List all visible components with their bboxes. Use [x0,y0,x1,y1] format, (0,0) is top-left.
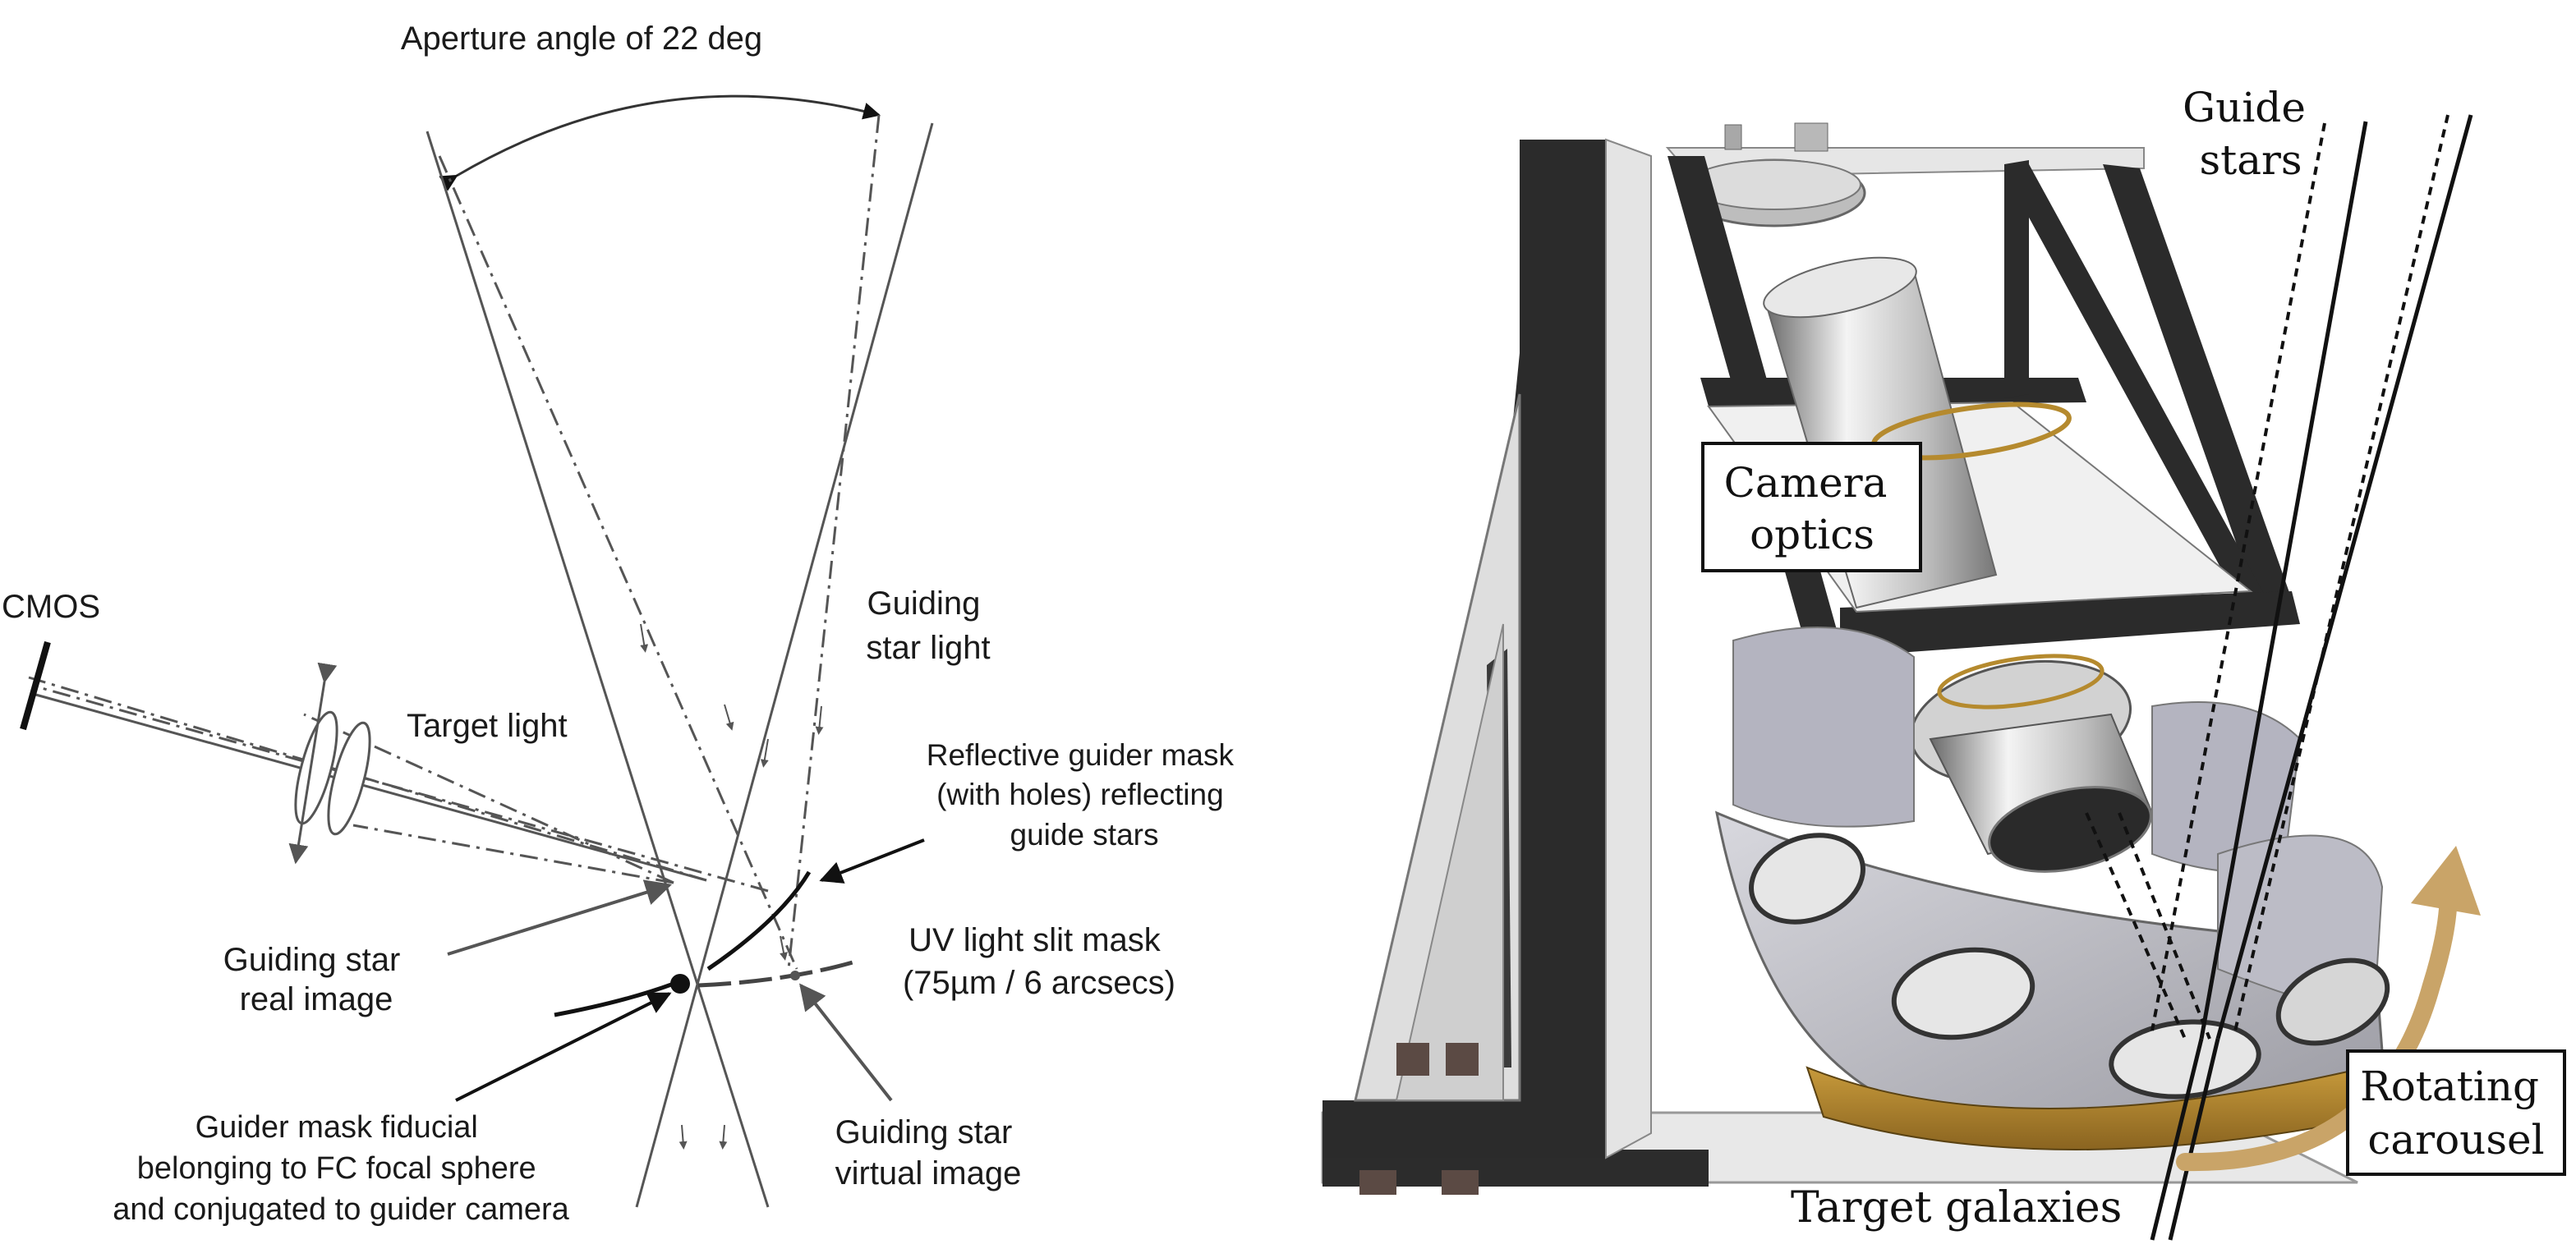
reflective-guider-mask [706,870,812,971]
guide-stars-label: Guide stars [2183,84,2319,184]
reflective-mask-line-2: (with holes) reflecting [936,778,1224,811]
ray-arrow-7 [780,935,788,961]
uv-slit-mask [554,981,674,1017]
carousel-ring-1 [1749,833,1865,925]
reflected-ray-5 [352,824,674,884]
uv-slit-mask-right [697,958,859,988]
reflective-mask-line-3: guide stars [1010,818,1159,852]
lens-ring-gold [1937,654,2104,709]
guide-stars-line-1: Guide [2183,84,2306,131]
guide-ray-right [787,114,881,970]
guiding-star-virtual-line-2: virtual image [835,1155,1022,1191]
aperture-angle-arc [439,94,881,191]
guiding-star-real-line-2: real image [240,981,393,1017]
ray-arrow-4 [815,705,824,735]
guiding-star-virtual-image-label: Guiding star virtual image [835,1114,1022,1191]
guider-fiducial-line-2: belonging to FC focal sphere [137,1151,536,1186]
frame-gusset-inner [1395,623,1504,1101]
camera-optics-box [1701,442,1922,572]
optical-layout-diagram: Aperture angle of 22 deg CMOS [2,21,1243,1227]
guide-star-beam-dash-2 [2233,114,2450,1035]
camera-barrel-top [1763,256,1917,319]
guiding-star-light-label: Guiding star light [866,585,990,666]
lens-front [1988,786,2152,873]
camera-cage-side [2004,160,2029,398]
carousel-ring-2 [1891,947,2036,1040]
reflective-mask-line-1: Reflective guider mask [927,738,1235,772]
target-light-label: Target light [407,708,568,744]
reflected-ray-3 [32,684,769,893]
cmos-sensor [20,640,51,731]
frame-light-column [1605,138,1652,1159]
rotating-carousel-box [2346,1049,2566,1176]
camera-barrel [1763,256,2072,609]
target-galaxy-beam-2 [2168,1038,2220,1241]
guide-star-beam-solid-1 [2199,121,2368,1040]
ray-arrow-6 [719,1124,728,1150]
rotating-carousel-line-2: carousel [2367,1116,2544,1164]
rotating-carousel-callout: Rotating carousel [2346,1049,2566,1176]
rotating-carousel-line-1: Rotating [2360,1063,2539,1110]
camera-optics-line-2: optics [1750,511,1874,558]
gusset-block-2 [1446,1043,1479,1076]
reflected-ray-2 [32,692,707,882]
uv-slit-mask-line-1: UV light slit mask [908,922,1162,958]
rotation-arrow [2176,870,2458,1172]
uv-slit-mask-label: UV light slit mask (75µm / 6 arcsecs) [903,922,1175,1001]
guide-stars-line-2: stars [2199,136,2302,184]
camera-cage-diagonal [2004,164,2267,608]
camera-lens-assembly [1909,654,2154,873]
carousel-ring-4 [2275,957,2390,1046]
top-knob-2 [1794,122,1828,152]
camera-cage-lower-plate [1840,591,2300,657]
camera-optics-line-1: Camera [1724,459,1888,507]
guide-ray-left [438,155,798,970]
guider-fiducial-line-3: and conjugated to guider camera [113,1192,569,1227]
gusset-block-1 [1396,1043,1429,1076]
virtual-image-dot [790,971,800,980]
target-galaxy-beam-1 [2150,1038,2204,1241]
ray-arrow-5 [678,1124,688,1150]
guider-fiducial-line-1: Guider mask fiducial [196,1110,478,1145]
ray-arrow-3 [724,704,734,731]
guiding-star-virtual-pointer [799,983,893,1102]
guide-star-beam-solid-2 [2215,114,2473,1040]
guiding-star-real-line-1: Guiding star [223,942,401,978]
guider-fiducial-dot [670,974,690,994]
guiding-star-virtual-line-1: Guiding star [835,1114,1013,1150]
ray-arrow-1 [640,623,649,653]
camera-optics-label: Camera optics [1724,459,1901,558]
guiding-star-real-pointer [447,879,673,956]
guide-star-beam-dash-4 [2118,812,2211,1040]
guide-star-beam-dash-1 [2150,122,2326,1031]
reflective-mask-pointer [819,838,925,884]
instrument-render: Guide stars Camera optics Rotating carou… [1321,84,2566,1241]
ray-arrow-2 [760,738,769,768]
carousel-back-plate [1732,627,1915,828]
target-galaxies-label: Target galaxies [1791,1183,2122,1233]
guiding-star-real-image-label: Guiding star real image [223,942,410,1017]
rotation-arrowhead [2411,846,2481,916]
guiding-star-light-line-2: star light [866,630,990,666]
target-ray-right [635,122,934,1208]
guider-fiducial-label: Guider mask fiducial belonging to FC foc… [113,1110,569,1227]
camera-optics-callout: Camera optics [1701,442,1922,572]
frame-dark-column [1322,140,1606,1158]
lens-arrow [288,662,338,865]
top-knob-1 [1724,124,1742,150]
guiding-star-light-line-1: Guiding [867,585,981,622]
reflective-mask-label: Reflective guider mask (with holes) refl… [927,738,1243,852]
camera-cage-right-strut [2103,164,2292,608]
cmos-label: CMOS [2,589,100,625]
base-foot-2 [1442,1170,1479,1195]
guider-fiducial-pointer [455,992,672,1102]
uv-slit-mask-line-2: (75µm / 6 arcsecs) [903,965,1175,1001]
rotating-carousel-label: Rotating carousel [2360,1063,2552,1164]
target-ray-left [426,131,770,1208]
guide-star-beam-dash-3 [2085,812,2187,1040]
base-plate-front [1322,1150,1709,1187]
base-foot-1 [1359,1170,1396,1195]
aperture-angle-title: Aperture angle of 22 deg [401,21,762,57]
